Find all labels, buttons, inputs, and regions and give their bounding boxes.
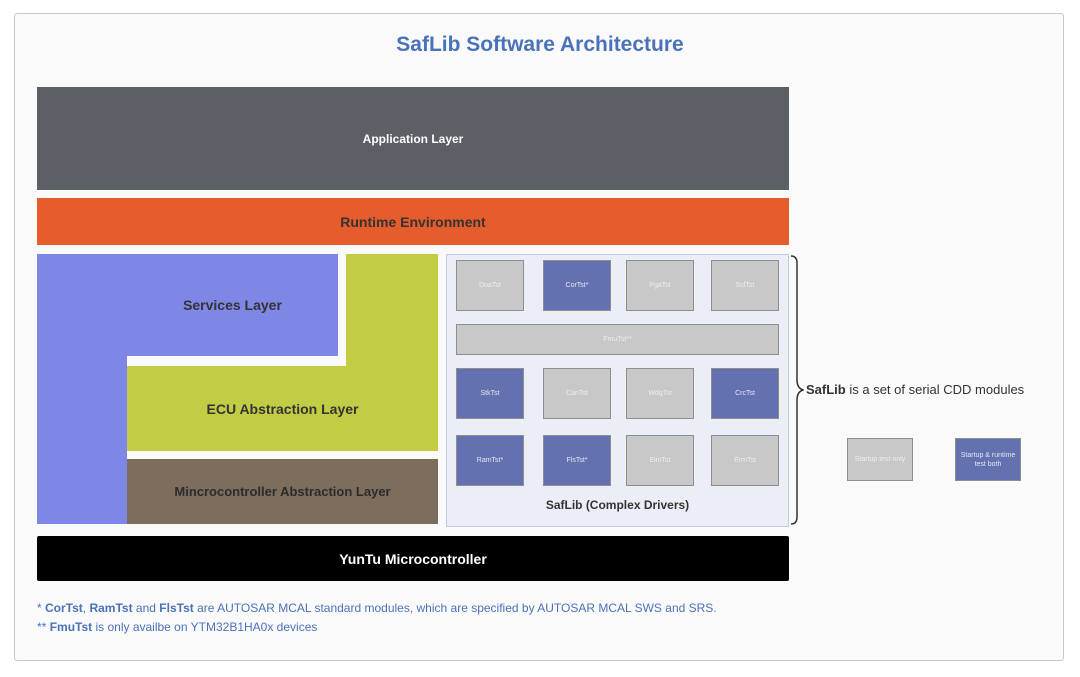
mcal-layer: Mincrocontroller Abstraction Layer <box>127 459 438 524</box>
curly-brace-icon <box>790 255 804 525</box>
legend-startup-runtime: Startup & runtime test both <box>955 438 1021 481</box>
saflib-description-bold: SafLib <box>806 382 846 397</box>
ecu-layer-horizontal <box>127 366 438 451</box>
footnote-1-cortst: CorTst <box>45 601 83 615</box>
module-pgatst: PgaTst <box>626 260 694 311</box>
saflib-label: SafLib (Complex Drivers) <box>545 498 690 512</box>
footnote-1-prefix: * <box>37 601 46 615</box>
module-cortst: CorTst* <box>543 260 611 311</box>
legend-startup-only: Startup test only <box>847 438 913 481</box>
module-ermtst: ErmTst <box>711 435 779 486</box>
module-fmutst: FmuTst** <box>456 324 779 355</box>
footnote-1-sep2: and <box>132 601 160 615</box>
footnote-1-sep1: , <box>82 601 90 615</box>
diagram-title: SafLib Software Architecture <box>396 33 684 56</box>
footnote-1-flstst: FlsTst <box>159 601 194 615</box>
module-crctst: CrcTst <box>711 368 779 419</box>
services-layer-horizontal <box>37 254 338 356</box>
microcontroller-layer: YunTu Microcontroller <box>37 536 789 581</box>
footnote-2-prefix: ** <box>37 620 50 634</box>
saflib-description: SafLib is a set of serial CDD modules <box>806 382 1024 397</box>
module-scltst: SclTst <box>711 260 779 311</box>
saflib-description-rest: is a set of serial CDD modules <box>845 382 1025 397</box>
runtime-environment-layer: Runtime Environment <box>37 198 789 245</box>
module-ramtst: RamTst* <box>456 435 524 486</box>
module-eimtst: EimTst <box>626 435 694 486</box>
footnote-1-ramtst: RamTst <box>89 601 133 615</box>
footnote-2: ** FmuTst is only availbe on YTM32B1HA0x… <box>37 620 317 634</box>
footnote-2-rest: is only availbe on YTM32B1HA0x devices <box>92 620 318 634</box>
module-flstst: FlsTst* <box>543 435 611 486</box>
footnote-1-rest: are AUTOSAR MCAL standard modules, which… <box>193 601 717 615</box>
services-layer-label: Services Layer <box>183 297 282 313</box>
module-stktst: StkTst <box>456 368 524 419</box>
ecu-abstraction-layer-label: ECU Abstraction Layer <box>206 400 359 417</box>
application-layer: Application Layer <box>37 87 789 190</box>
footnote-1: * CorTst, RamTst and FlsTst are AUTOSAR … <box>37 601 717 615</box>
footnote-2-fmutst: FmuTst <box>49 620 93 634</box>
module-cantst: CanTst <box>543 368 611 419</box>
module-doatst: DoaTst <box>456 260 524 311</box>
module-wdgtst: WdgTst <box>626 368 694 419</box>
